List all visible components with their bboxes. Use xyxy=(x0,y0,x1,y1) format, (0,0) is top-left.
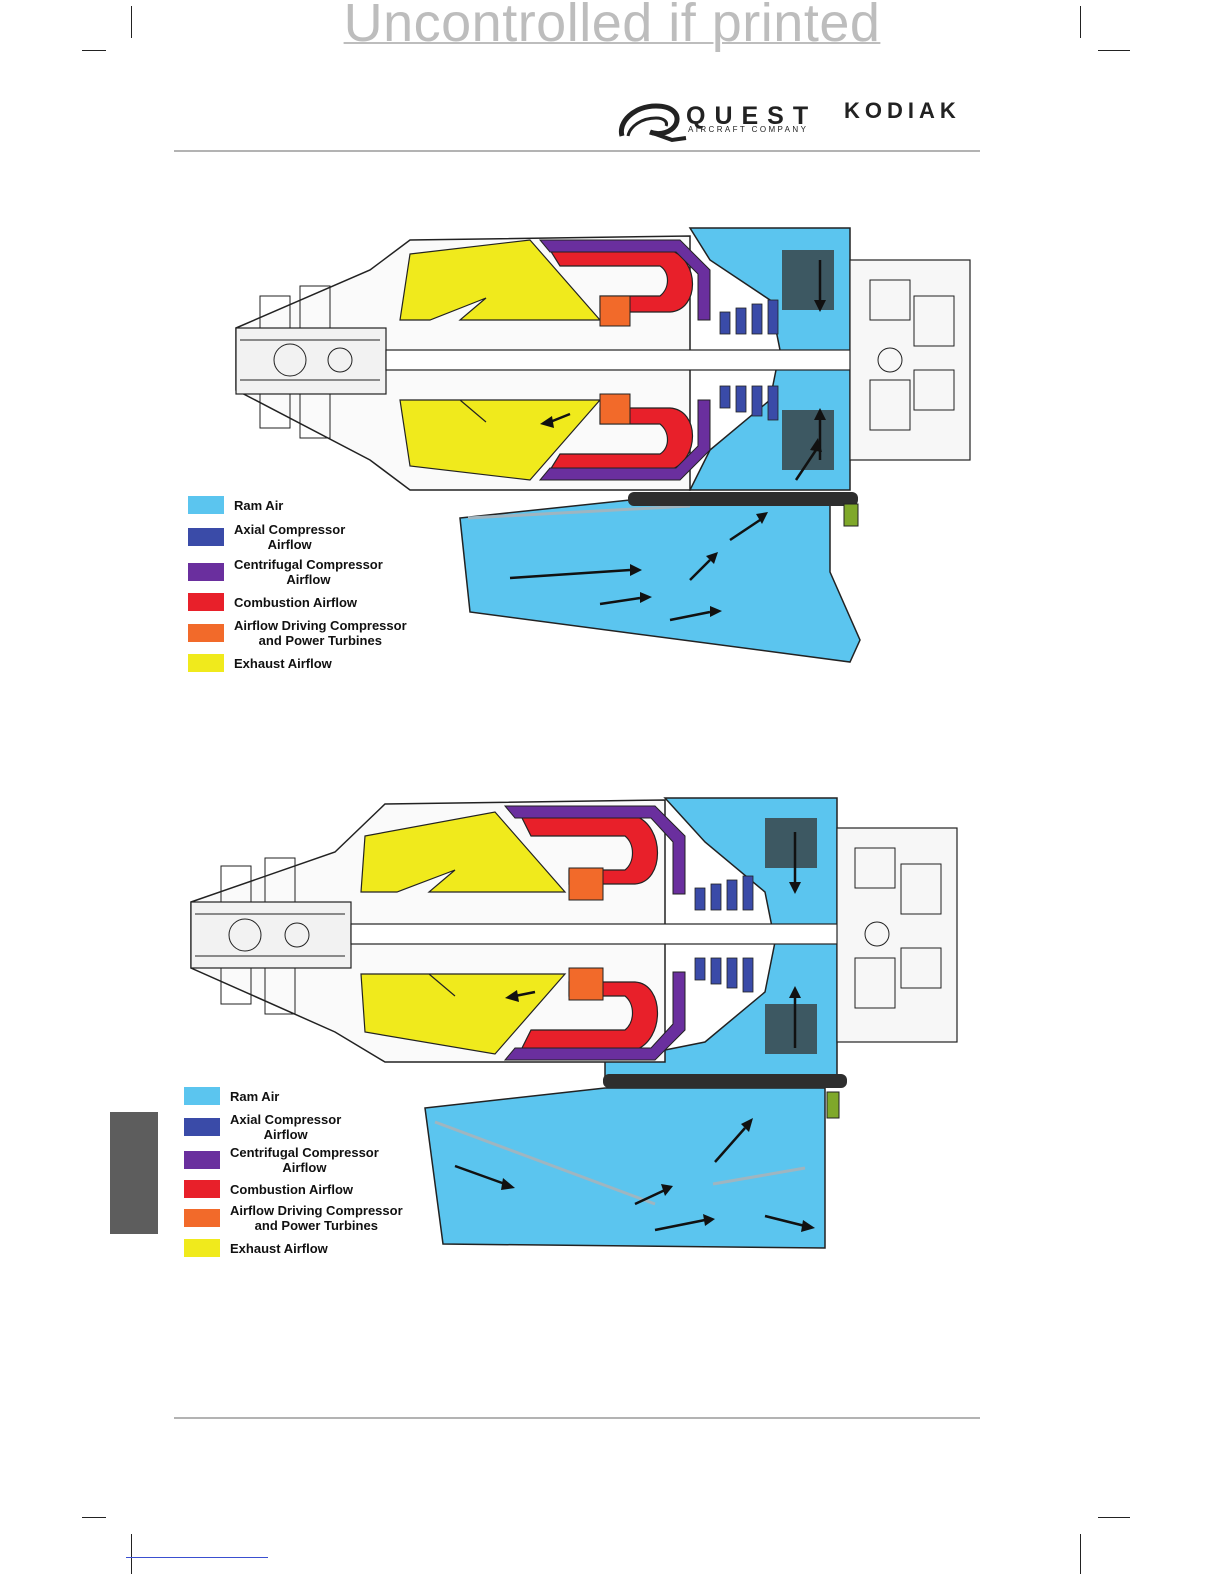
legend-label: Axial Compressor Airflow xyxy=(230,1112,342,1142)
legend-label: Exhaust Airflow xyxy=(234,655,332,671)
turbine-section-upper xyxy=(568,867,604,901)
header-rule xyxy=(174,150,980,152)
legend-label: Airflow Driving Compressor and Power Tur… xyxy=(230,1203,403,1233)
legend-label: Centrifugal Compressor Airflow xyxy=(234,557,383,587)
axial-compressor-lower xyxy=(719,385,779,421)
crop-mark-bottom-left-vertical xyxy=(131,1534,132,1574)
crop-mark-top-left-vertical xyxy=(131,6,132,38)
swatch-axial xyxy=(184,1118,220,1136)
legend-label: Combustion Airflow xyxy=(230,1181,354,1197)
legend-item-centrifugal: Centrifugal Compressor Airflow xyxy=(184,1145,379,1175)
centrifugal-flow-lower xyxy=(503,971,686,1061)
centrifugal-flow-upper xyxy=(538,239,711,321)
legend-label: Ram Air xyxy=(230,1088,280,1104)
swatch-turbines xyxy=(188,624,224,642)
footer-link-underline[interactable] xyxy=(126,1557,268,1558)
clamp-latch xyxy=(843,503,859,527)
engine-airflow-diagram-1 xyxy=(170,200,990,680)
legend-item-combustion: Combustion Airflow xyxy=(188,593,357,611)
quest-swoosh-icon xyxy=(618,103,687,143)
legend-label: Exhaust Airflow xyxy=(230,1240,328,1256)
axial-compressor-lower xyxy=(694,957,754,993)
swatch-ram-air xyxy=(188,496,224,514)
engine-cutaway-drawing xyxy=(190,797,958,1249)
swatch-axial xyxy=(188,528,224,546)
footer-rule xyxy=(174,1417,980,1419)
turbine-section-upper xyxy=(599,295,631,327)
exhaust-duct-upper xyxy=(360,811,567,893)
brand-name: QUEST xyxy=(686,102,818,130)
engine-cutaway-drawing xyxy=(235,227,971,663)
swatch-combustion xyxy=(188,593,224,611)
axial-compressor-upper xyxy=(719,299,779,335)
legend-item-turbines: Airflow Driving Compressor and Power Tur… xyxy=(188,618,407,648)
combustion-chamber-upper xyxy=(548,249,693,313)
inlet-clamp-band xyxy=(628,492,858,506)
swatch-turbines xyxy=(184,1209,220,1227)
product-name: KODIAK xyxy=(844,98,961,123)
combustion-chamber-lower xyxy=(548,407,693,471)
centrifugal-flow-upper xyxy=(503,805,686,895)
crop-mark-top-right-vertical xyxy=(1080,6,1081,38)
section-side-tab xyxy=(110,1112,158,1234)
swatch-exhaust xyxy=(184,1239,220,1257)
legend-item-turbines: Airflow Driving Compressor and Power Tur… xyxy=(184,1203,403,1233)
uncontrolled-watermark: Uncontrolled if printed xyxy=(343,0,881,53)
legend-item-axial: Axial Compressor Airflow xyxy=(188,522,345,552)
swatch-ram-air xyxy=(184,1087,220,1105)
crop-mark-bottom-right-horizontal xyxy=(1098,1517,1130,1518)
legend-item-ram-air: Ram Air xyxy=(184,1087,279,1105)
centrifugal-flow-lower xyxy=(538,399,711,481)
inlet-screen xyxy=(765,818,817,868)
brand-company-line: AIRCRAFT COMPANY xyxy=(688,125,809,134)
inlet-screen-lower xyxy=(765,1004,817,1054)
legend-item-exhaust: Exhaust Airflow xyxy=(188,654,332,672)
quest-kodiak-logo: QUEST AIRCRAFT COMPANY KODIAK xyxy=(616,98,986,146)
legend-label: Axial Compressor Airflow xyxy=(234,522,346,552)
exhaust-duct-upper xyxy=(399,239,602,321)
crop-mark-top-left-horizontal xyxy=(82,50,106,51)
turbine-section-lower xyxy=(568,967,604,1001)
swatch-centrifugal xyxy=(184,1151,220,1169)
legend-label: Combustion Airflow xyxy=(234,594,358,610)
axial-compressor-upper xyxy=(694,875,754,911)
swatch-exhaust xyxy=(188,654,224,672)
reduction-gearbox xyxy=(235,327,387,395)
reduction-gearbox xyxy=(190,901,352,969)
legend-item-axial: Axial Compressor Airflow xyxy=(184,1112,341,1142)
ram-air-inlet-duct xyxy=(459,499,861,663)
crop-mark-bottom-left-horizontal xyxy=(82,1517,106,1518)
legend-2: Ram Air Axial Compressor Airflow Centrif… xyxy=(184,1086,444,1266)
clamp-latch xyxy=(826,1091,840,1119)
legend-item-centrifugal: Centrifugal Compressor Airflow xyxy=(188,557,383,587)
inlet-clamp-band xyxy=(603,1074,847,1088)
inlet-screen xyxy=(782,250,834,310)
swatch-combustion xyxy=(184,1180,220,1198)
crop-mark-top-right-horizontal xyxy=(1098,50,1130,51)
legend-label: Airflow Driving Compressor and Power Tur… xyxy=(234,618,407,648)
legend-label: Centrifugal Compressor Airflow xyxy=(230,1145,379,1175)
legend-1: Ram Air Axial Compressor Airflow Centrif… xyxy=(188,494,448,684)
legend-item-combustion: Combustion Airflow xyxy=(184,1180,353,1198)
crop-mark-bottom-right-vertical xyxy=(1080,1534,1081,1574)
legend-item-ram-air: Ram Air xyxy=(188,496,283,514)
legend-label: Ram Air xyxy=(234,497,284,513)
engine-airflow-diagram-2 xyxy=(165,792,985,1262)
turbine-section-lower xyxy=(599,393,631,425)
legend-item-exhaust: Exhaust Airflow xyxy=(184,1239,328,1257)
swatch-centrifugal xyxy=(188,563,224,581)
ram-air-inlet-duct xyxy=(424,1087,826,1249)
